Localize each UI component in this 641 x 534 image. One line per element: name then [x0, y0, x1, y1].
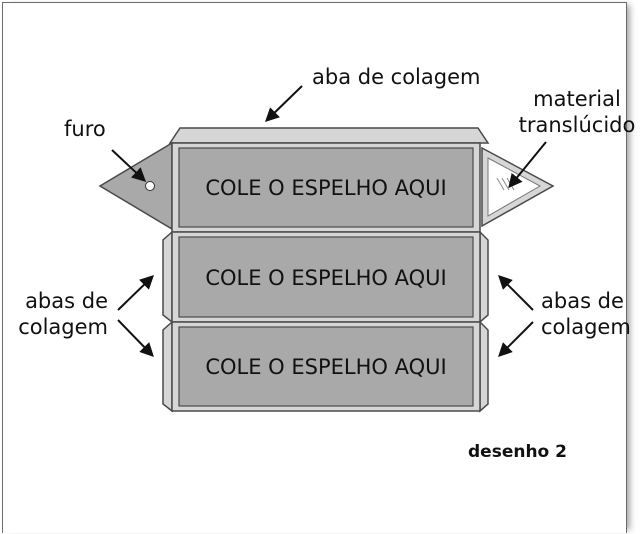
left-glue-tab-2	[162, 320, 173, 413]
left-pointed-tab	[98, 141, 173, 231]
hole-icon	[145, 181, 155, 191]
panel-2-text: COLE O ESPELHO AQUI	[205, 266, 446, 290]
figure-caption: desenho 2	[468, 442, 567, 462]
label-abas-right-2: colagem	[541, 315, 631, 339]
panel-3-text: COLE O ESPELHO AQUI	[205, 355, 446, 379]
top-glue-tab	[168, 127, 490, 144]
panel-1	[178, 147, 474, 228]
panel-3	[178, 326, 474, 407]
arrow-abas-right-down	[498, 321, 534, 357]
arrow-furo	[111, 149, 147, 182]
arrow-abas-left-up	[117, 275, 155, 311]
label-abas-left-1: abas de	[25, 289, 108, 313]
left-glue-tab-1	[162, 230, 173, 324]
panel-1-text: COLE O ESPELHO AQUI	[205, 176, 446, 200]
right-glue-tab-2	[479, 320, 489, 413]
label-furo: furo	[64, 117, 106, 141]
right-glue-tab-1	[479, 230, 489, 324]
label-abas-left-2: colagem	[18, 315, 108, 339]
panel-2	[178, 236, 474, 318]
label-material-2: translúcido	[519, 113, 636, 137]
arrow-aba-top	[264, 85, 303, 122]
arrow-abas-right-up	[498, 275, 534, 311]
frame-border	[2, 2, 627, 533]
label-aba-top: aba de colagem	[312, 65, 480, 89]
label-abas-right-1: abas de	[541, 289, 624, 313]
arrow-abas-left-down	[117, 319, 154, 358]
label-material-1: material	[533, 87, 621, 111]
arrow-material	[508, 141, 547, 189]
